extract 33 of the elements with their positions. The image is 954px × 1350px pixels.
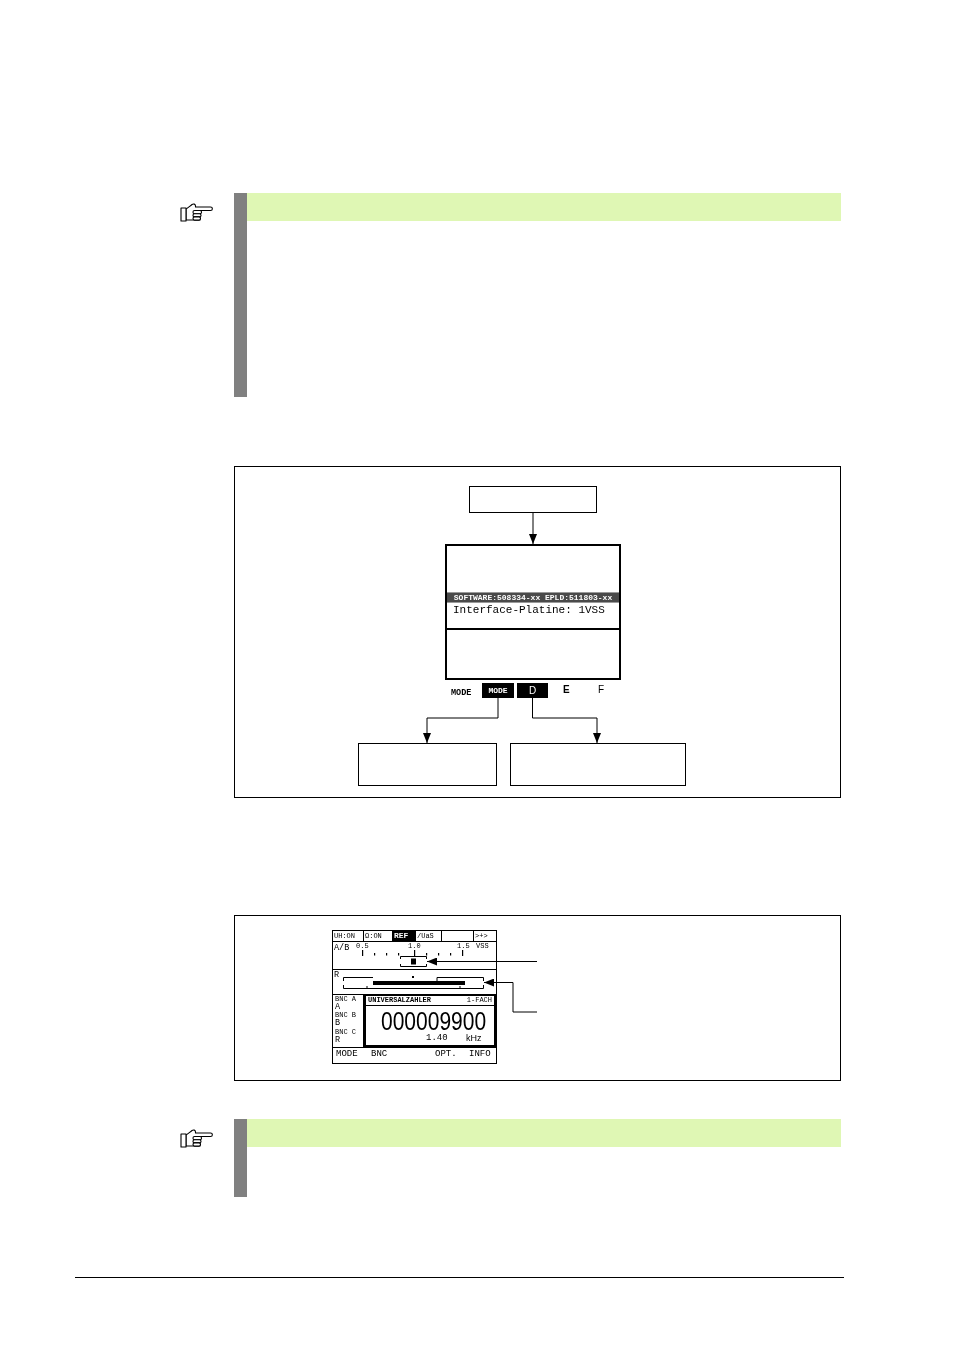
arrow bbox=[529, 512, 537, 545]
softkey-label: E bbox=[563, 685, 570, 695]
counter-panel bbox=[364, 994, 496, 1047]
softkey: MODE bbox=[482, 683, 514, 698]
signal-bar bbox=[343, 975, 484, 990]
channel-panel bbox=[333, 994, 364, 1047]
status-text: Interface-Platine: 1VSS bbox=[453, 604, 605, 616]
counter-value: 000009900 bbox=[381, 1007, 487, 1034]
softkey-label: INFO bbox=[469, 1050, 491, 1059]
process-box bbox=[358, 743, 497, 786]
channel-label: B bbox=[335, 1019, 341, 1028]
softkey-label: BNC bbox=[371, 1050, 388, 1059]
softkey: D bbox=[517, 683, 548, 698]
softkey-label: MODE bbox=[336, 1050, 358, 1059]
unit-label: kHz bbox=[466, 1034, 482, 1043]
channel-label: A bbox=[335, 1002, 341, 1011]
channel-label: R bbox=[335, 1036, 341, 1045]
frequency-value: 1.40 bbox=[426, 1034, 448, 1043]
softkey-label: OPT. bbox=[435, 1050, 457, 1059]
display-screen bbox=[445, 544, 621, 680]
arrow bbox=[423, 697, 499, 744]
row-label: R bbox=[334, 971, 340, 980]
process-box bbox=[469, 486, 597, 513]
leader-line bbox=[426, 957, 538, 966]
leader-line bbox=[483, 978, 538, 1013]
softkey-label: MODE bbox=[451, 689, 472, 698]
lcd-display bbox=[332, 930, 497, 1064]
status-indicator: REF bbox=[393, 931, 416, 941]
arrow bbox=[532, 697, 601, 744]
level-marker bbox=[400, 956, 427, 967]
process-box bbox=[510, 743, 686, 786]
scale-label: A/B bbox=[334, 944, 350, 953]
version-banner: SOFTWARE:508334-xx EPLD:511803-xx bbox=[447, 592, 619, 603]
